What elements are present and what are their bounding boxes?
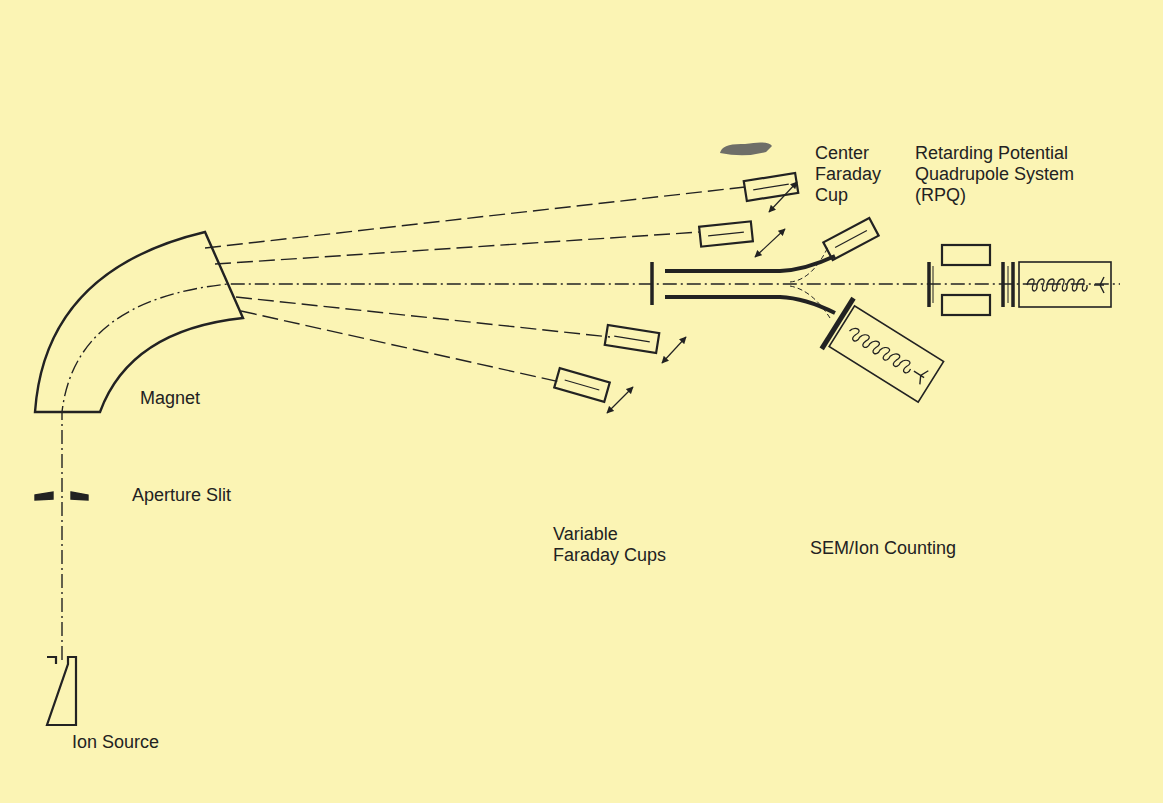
center-faraday-cup [823, 218, 878, 260]
part-label: Ion Source [72, 732, 212, 753]
magnet [35, 232, 243, 412]
smudge [720, 142, 772, 155]
part-label: Retarding Potential Quadrupole System (R… [915, 143, 1090, 206]
part-label: Aperture Slit [132, 485, 292, 506]
part-label: Variable Faraday Cups [553, 524, 671, 566]
rpq-system [929, 245, 1111, 315]
faraday-cups [554, 173, 798, 402]
part-label: SEM/Ion Counting [810, 538, 1010, 559]
aperture-slit [35, 492, 88, 500]
entrance-slit [650, 262, 654, 305]
ion-source [47, 657, 76, 725]
sem-detector [822, 298, 947, 407]
part-label: Center Faraday Cup [815, 143, 907, 206]
ion-beam [62, 284, 1120, 660]
side-beams [205, 187, 745, 382]
deflector-plates [665, 256, 835, 313]
deflected-beams [790, 247, 830, 318]
part-label: Magnet [140, 388, 260, 409]
